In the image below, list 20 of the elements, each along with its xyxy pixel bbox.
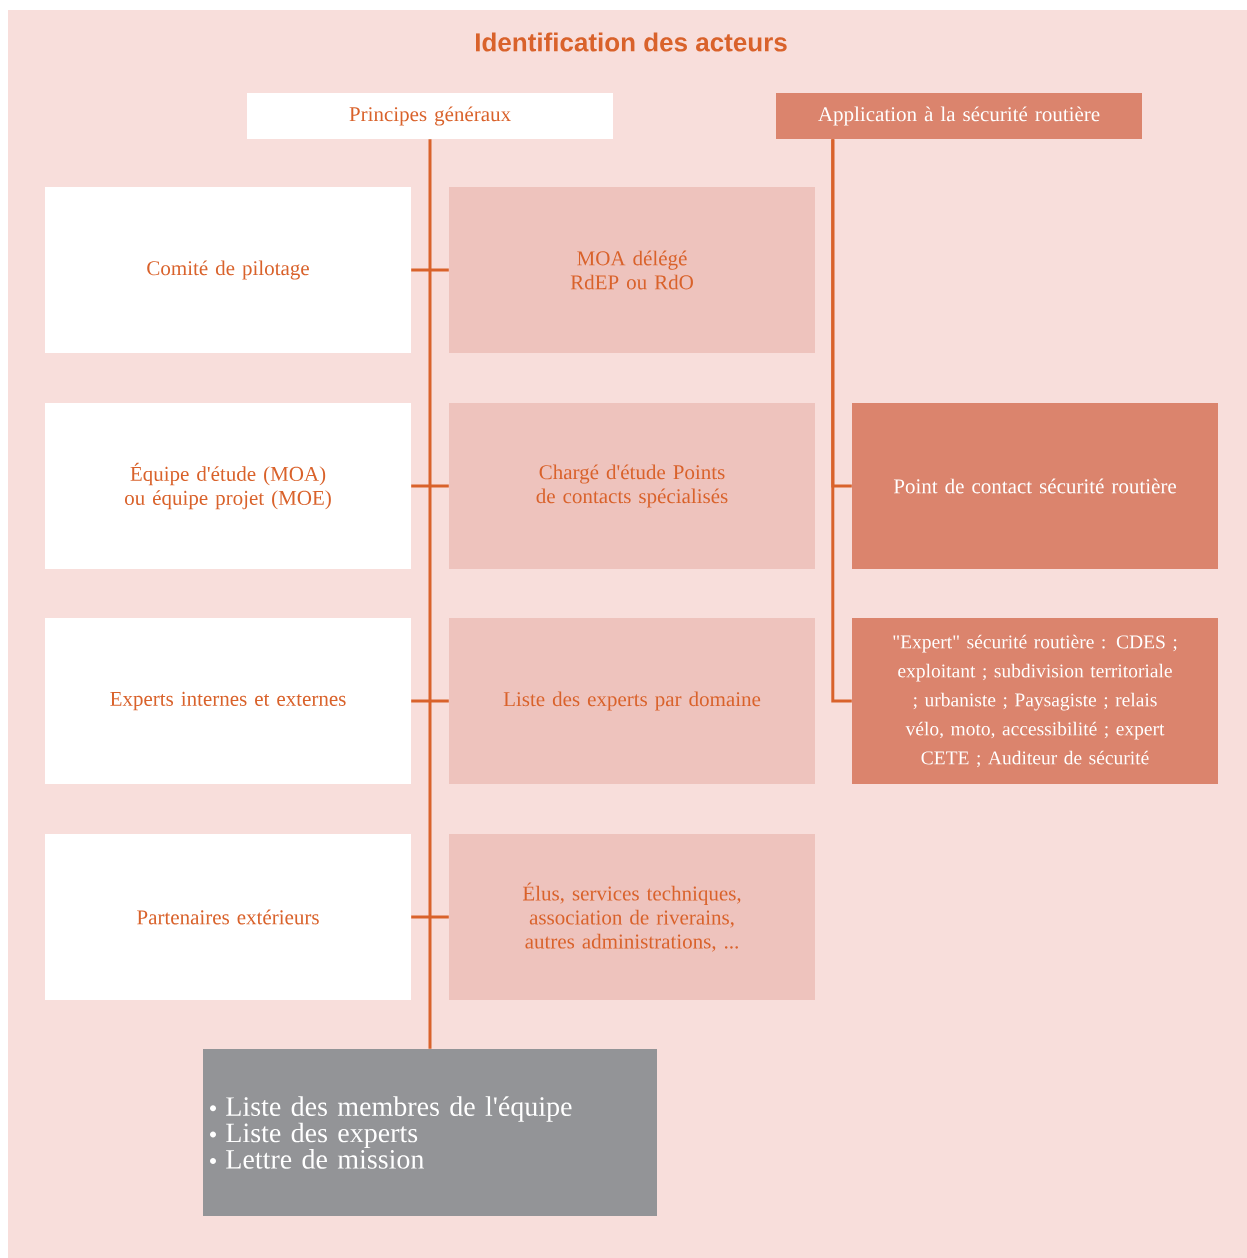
safety-box: Application à la sécurité routière: [776, 93, 1142, 139]
connector-line: [831, 139, 852, 703]
title: Identification des acteurs: [476, 32, 787, 52]
connector-line: [411, 268, 449, 272]
connector-line: [428, 139, 432, 1049]
safety-box: Point de contact sécurité routière: [852, 403, 1218, 569]
detail-box: Chargé d'étude Points de contacts spécialisés: [449, 403, 815, 569]
connector-line: [411, 915, 449, 919]
detail-box: Élus, services techniques, association de riverains, autres administrations, ...: [449, 834, 815, 1000]
role-box: Comité de pilotage: [45, 187, 411, 353]
role-box: Experts internes et externes: [45, 618, 411, 784]
detail-box: MOA délégé RdEP ou RdO: [449, 187, 815, 353]
list-box: Liste des membres de l'équipe Liste des experts Lettre de mission: [203, 1049, 657, 1216]
connector-line: [411, 699, 449, 703]
safety-box: "Expert" sécurité routière : CDES ; exploitant ; subdivision territoriale ; urbaniste ; Paysagiste ; relais vélo, moto, accessibilité ; expert CETE ; Auditeur de sécurité: [852, 618, 1218, 784]
role-box: Équipe d'étude (MOA) ou équipe projet (MOE): [45, 403, 411, 569]
connector-line: [411, 484, 449, 488]
role-box: Partenaires extérieurs: [45, 834, 411, 1000]
role-box: Principes généraux: [247, 93, 613, 139]
detail-box: Liste des experts par domaine: [449, 618, 815, 784]
